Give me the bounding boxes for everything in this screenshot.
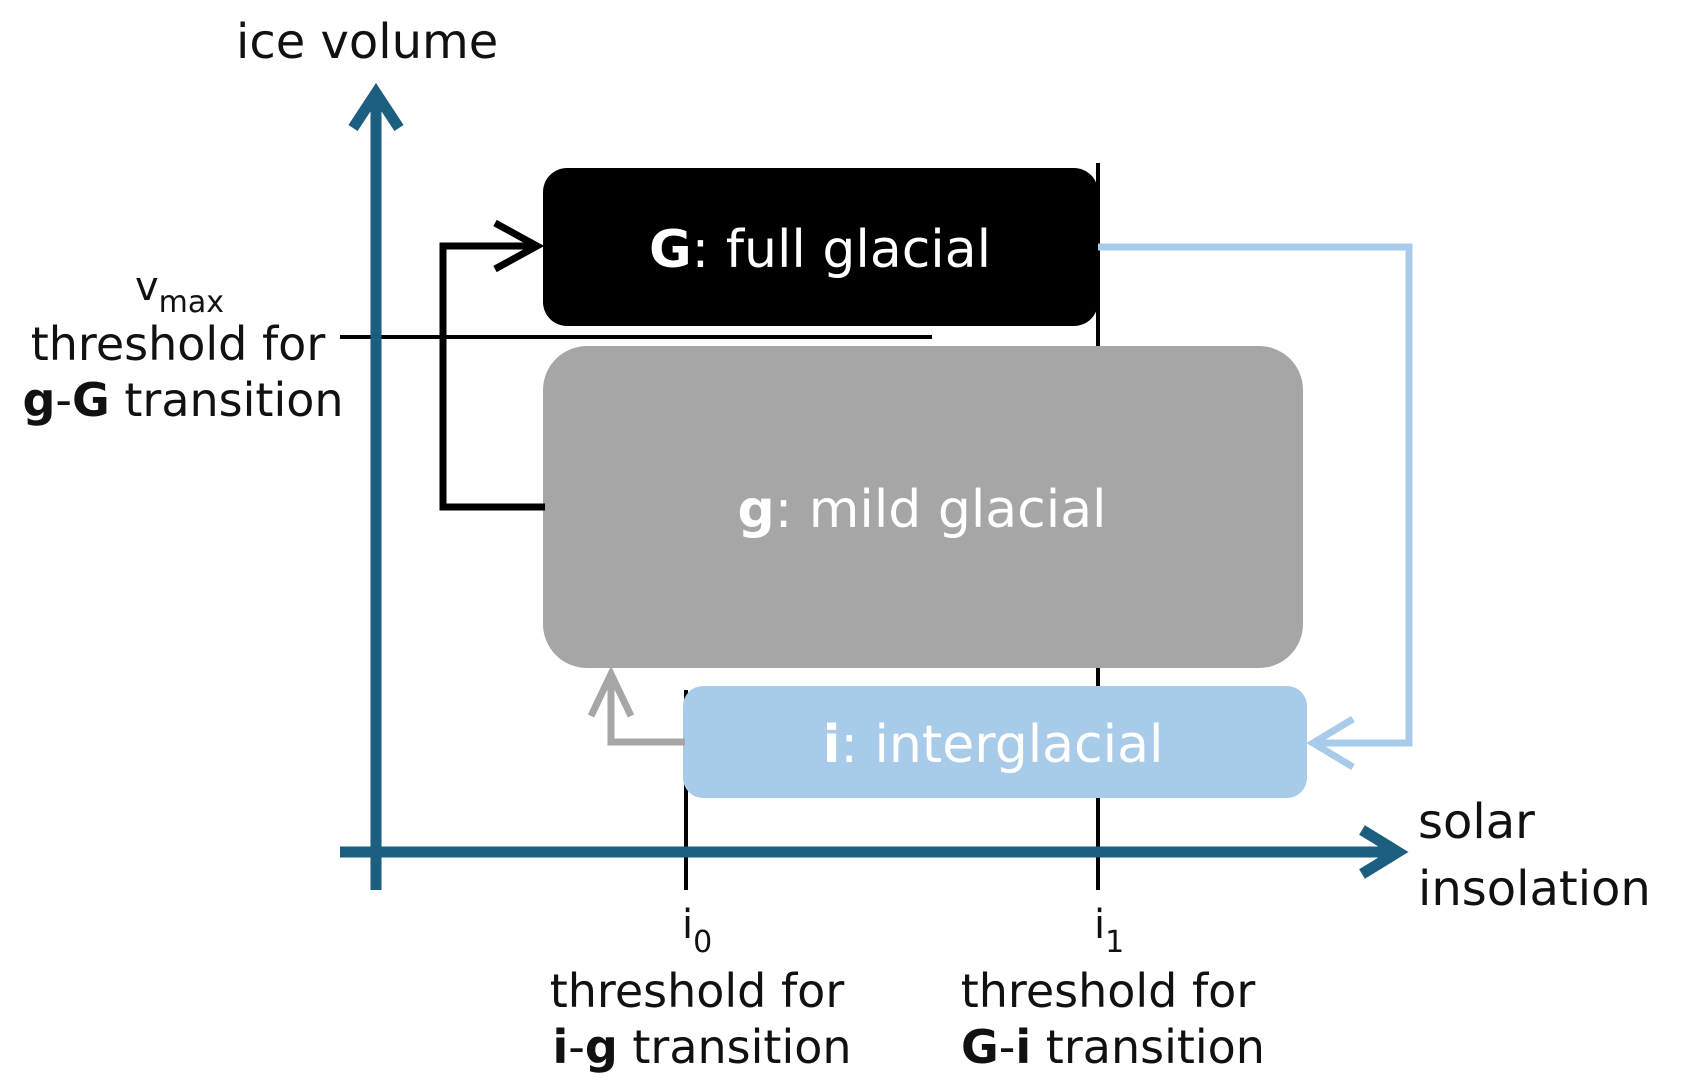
vmax-threshold-label-line1: threshold for bbox=[31, 317, 326, 371]
i1-symbol: i1 bbox=[1094, 902, 1124, 960]
i1-threshold-label-line2: G-i transition bbox=[961, 1020, 1265, 1074]
arrowhead-g-to-G bbox=[493, 219, 545, 273]
i1-threshold-label-line1: threshold for bbox=[961, 964, 1256, 1018]
x-axis-label-line2: insolation bbox=[1418, 861, 1651, 917]
state-box-interglacial bbox=[683, 686, 1307, 798]
y-axis-arrowhead bbox=[348, 82, 404, 132]
state-label-full-glacial: G: full glacial bbox=[649, 220, 991, 280]
vmax-symbol: vmax bbox=[135, 264, 224, 320]
arrowhead-i-to-g bbox=[587, 665, 635, 718]
i0-threshold-label-line1: threshold for bbox=[550, 964, 845, 1018]
state-label-interglacial: i: interglacial bbox=[823, 715, 1164, 775]
transition-arrow-g-to-G bbox=[439, 242, 545, 511]
state-box-mild-glacial bbox=[543, 346, 1303, 668]
x-axis-arrowhead bbox=[1359, 825, 1409, 879]
vmax-threshold-label-line2: g-G transition bbox=[22, 373, 343, 427]
y-axis-label: ice volume bbox=[236, 14, 498, 70]
transition-arrow-i-to-g bbox=[607, 674, 685, 746]
i0-threshold-label-line2: i-g transition bbox=[552, 1020, 851, 1074]
state-box-full-glacial bbox=[543, 168, 1098, 326]
state-label-mild-glacial: g: mild glacial bbox=[737, 480, 1106, 540]
x-axis-label-line1: solar bbox=[1418, 794, 1535, 850]
arrowhead-G-to-i bbox=[1306, 715, 1355, 771]
transition-arrow-G-to-i bbox=[1098, 243, 1413, 747]
i0-symbol: i0 bbox=[682, 902, 712, 960]
